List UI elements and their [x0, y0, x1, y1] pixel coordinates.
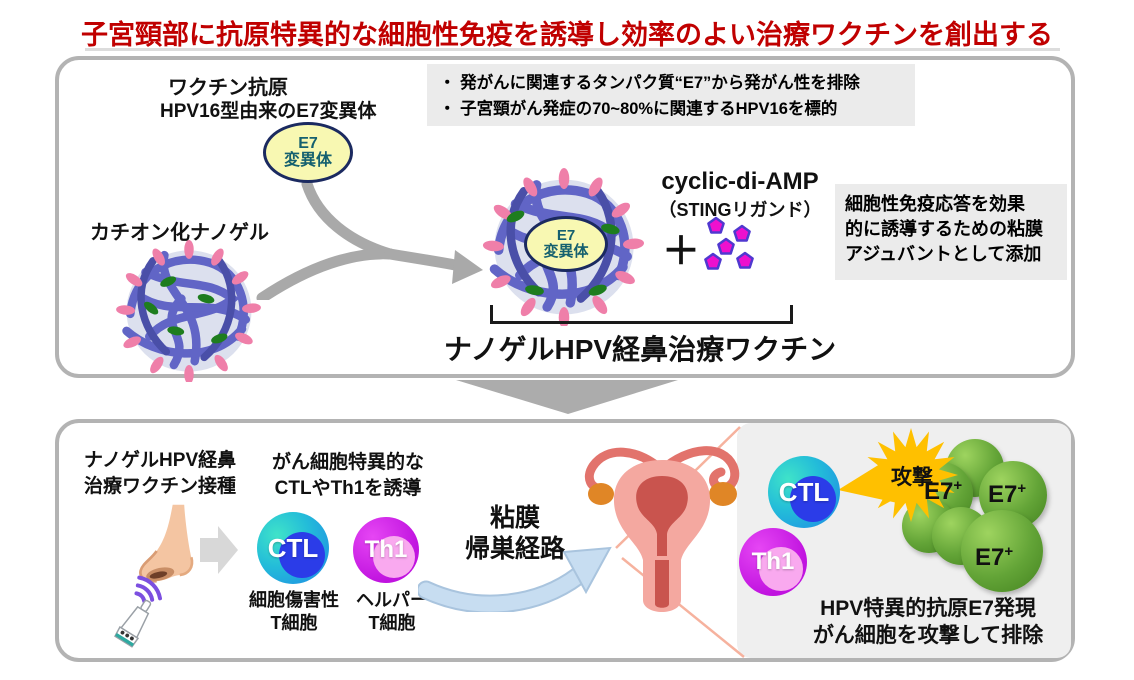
antigen-detail: HPV16型由来のE7変異体 — [160, 101, 377, 122]
ctl-cell-inner — [789, 476, 836, 523]
ctl-cell-inner — [278, 532, 325, 579]
ctl-desc-line1: 細胞傷害性 — [249, 590, 339, 610]
e7-sup: + — [1004, 543, 1014, 560]
cancer-cell — [961, 510, 1043, 592]
mucosal-line1: 粘膜 — [489, 504, 540, 532]
note-line: ・ 子宮頸がん発症の70~80%に関連するHPV16を標的 — [439, 100, 838, 119]
ctl-desc: 細胞傷害性 T細胞 — [236, 589, 352, 636]
e7-ball-line1: E7 — [556, 227, 576, 245]
vaccine-name-label: ナノゲルHPV経鼻治療ワクチン — [443, 334, 837, 365]
down-arrow — [456, 380, 678, 414]
inoculation-label: ナノゲルHPV経鼻 治療ワクチン接種 — [84, 448, 236, 499]
induction-line1: がん細胞特異的な — [271, 452, 424, 473]
note-line: ・ 発がんに関連するタンパク質“E7”から発がん性を排除 — [439, 74, 860, 92]
inoculation-line1: ナノゲルHPV経鼻 — [84, 450, 237, 471]
inoculation-line2: 治療ワクチン接種 — [84, 475, 237, 497]
merge-arrow — [256, 178, 483, 300]
right-arrow-icon — [200, 526, 238, 574]
plus-sign: ＋ — [662, 231, 701, 273]
th1-desc-line2: T細胞 — [368, 613, 416, 634]
e7-positive-label: E7+ — [988, 480, 1026, 509]
induction-label: がん細胞特異的な CTLやTh1を誘導 — [258, 450, 438, 501]
ctl-desc-line2: T細胞 — [270, 613, 318, 634]
e7-ball-line1: E7 — [298, 134, 318, 152]
ctl-cell-label: CTL — [267, 532, 319, 563]
mucosal-line2: 帰巣経路 — [464, 535, 565, 564]
spray-mist-icon — [134, 575, 162, 604]
cationic-nanogel-label: カチオン化ナノゲル — [90, 222, 269, 244]
bracket — [490, 305, 793, 324]
adjuvant-note-line: アジュバントとして添加 — [845, 243, 1042, 264]
e7-mutant-ball: E7 変異体 — [263, 122, 353, 183]
attack-caption: HPV特異的抗原E7発現 がん細胞を攻撃して排除 — [786, 596, 1070, 649]
cyclic-di-amp-label: cyclic-di-AMP — [661, 168, 819, 195]
attack-label: 攻撃 — [891, 466, 933, 489]
th1-cell: Th1 — [353, 517, 419, 583]
adjuvant-note-box: 細胞性免疫応答を効果 的に誘導するための粘膜 アジュバントとして添加 — [835, 184, 1067, 280]
e7-sup: + — [953, 477, 963, 494]
th1-cell-inner — [759, 547, 803, 591]
ctl-cell-label: CTL — [778, 476, 830, 507]
e7-ball-line2: 変異体 — [283, 151, 332, 169]
e7-text: E7 — [924, 478, 954, 505]
e7-positive-label: E7+ — [924, 477, 962, 506]
th1-desc-line1: ヘルパー — [356, 590, 428, 610]
e7-ball-line2: 変異体 — [543, 243, 589, 260]
vaccine-antigen-label: ワクチン抗原 — [168, 77, 288, 99]
mucosal-route-label: 粘膜 帰巣経路 — [450, 503, 580, 566]
adjuvant-note-line: 的に誘導するための粘膜 — [845, 218, 1043, 239]
sting-ligand-label: （STINGリガンド） — [658, 200, 822, 220]
adjuvant-note-line: 細胞性免疫応答を効果 — [845, 194, 1025, 214]
uterus-icon — [584, 446, 740, 612]
th1-desc: ヘルパー T細胞 — [350, 589, 434, 636]
th1-cell-label: Th1 — [751, 548, 795, 575]
th1-cell-label: Th1 — [364, 536, 408, 563]
mucosal-arrow — [418, 546, 612, 612]
e7-positive-label: E7+ — [975, 543, 1013, 572]
starburst-icon — [863, 427, 959, 523]
th1-cell-attack: Th1 — [739, 528, 807, 596]
induction-line2: CTLやTh1を誘導 — [274, 477, 422, 499]
spray-bottle-icon — [114, 599, 152, 648]
ctl-cell-attack: CTL — [768, 456, 840, 528]
th1-cell-inner — [372, 535, 416, 578]
cationic-nanogel-graphic — [116, 240, 261, 382]
e7-mutant-in-nanogel: E7 変異体 — [524, 216, 608, 272]
e7-text: E7 — [975, 544, 1005, 571]
title-underline — [85, 48, 1060, 51]
e7-sup: + — [1017, 480, 1027, 497]
pentagon-molecules-icon — [704, 216, 754, 270]
ctl-cell: CTL — [257, 512, 329, 584]
page-title: 子宮頸部に抗原特異的な細胞性免疫を誘導し効率のよい治療ワクチンを創出する — [81, 20, 1053, 50]
e7-text: E7 — [988, 481, 1018, 508]
antigen-notes-box: ・ 発がんに関連するタンパク質“E7”から発がん性を排除 ・ 子宮頸がん発症の7… — [427, 64, 915, 126]
attack-caption-line2: がん細胞を攻撃して排除 — [812, 623, 1044, 647]
attack-caption-line1: HPV特異的抗原E7発現 — [820, 597, 1036, 620]
